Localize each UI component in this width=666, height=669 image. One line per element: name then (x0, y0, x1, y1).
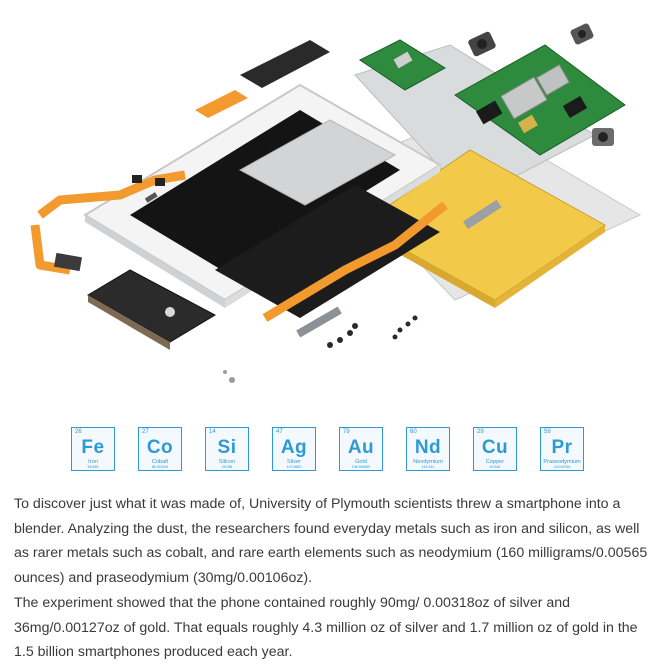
side-bracket (296, 306, 342, 338)
atomic-mass: 63.546 (489, 465, 501, 469)
atomic-number: 60 (410, 429, 417, 435)
atomic-mass: 144.242 (421, 465, 435, 469)
element-symbol: Si (217, 437, 237, 458)
element-symbol: Co (146, 437, 174, 458)
caption: To discover just what it was made of, Un… (14, 492, 656, 665)
atomic-number: 47 (276, 429, 283, 435)
atomic-mass: 107.8682 (286, 465, 302, 469)
atomic-mass: 58.933194 (151, 465, 169, 469)
element-symbol: Cu (481, 437, 509, 458)
element-tile-co: 27 Co Cobalt 58.933194 (138, 427, 182, 471)
sub-board (359, 39, 446, 91)
element-name: Cobalt (151, 459, 169, 465)
element-tile-au: 79 Au Gold 196.966569 (339, 427, 383, 471)
element-tile-ag: 47 Ag Silver 107.8682 (272, 427, 316, 471)
element-name: Praseodymium (543, 459, 581, 465)
element-symbol: Ag (280, 437, 308, 458)
atomic-number: 59 (544, 429, 551, 435)
atomic-mass: 196.966569 (351, 465, 371, 469)
element-name: Gold (355, 459, 367, 465)
element-tile-pr: 59 Pr Praseodymium 140.90766 (540, 427, 584, 471)
element-name: Iron (88, 459, 98, 465)
element-tiles: 26 Fe Iron 55.845 27 Co Cobalt 58.933194… (71, 427, 591, 475)
caption-paragraph: To discover just what it was made of, Un… (14, 496, 648, 587)
atomic-number: 14 (209, 429, 216, 435)
atomic-number: 27 (142, 429, 149, 435)
element-name: Silicon (218, 459, 236, 465)
caption-paragraph: The experiment showed that the phone con… (14, 594, 638, 661)
element-name: Copper (485, 459, 505, 465)
element-symbol: Fe (81, 437, 105, 458)
atomic-mass: 55.845 (87, 465, 99, 469)
element-name: Neodymium (413, 459, 443, 465)
atomic-mass: 28.085 (221, 465, 233, 469)
atomic-number: 29 (477, 429, 484, 435)
circuit-board (454, 44, 626, 156)
exploded-smartphone-illustration (30, 23, 642, 383)
element-tile-fe: 26 Fe Iron 55.845 (71, 427, 115, 471)
element-tile-nd: 60 Nd Neodymium 144.242 (406, 427, 450, 471)
atomic-number: 79 (343, 429, 350, 435)
speaker-module (87, 269, 217, 350)
element-symbol: Au (347, 437, 375, 458)
antenna-flex (195, 40, 330, 118)
element-symbol: Pr (551, 437, 573, 458)
atomic-number: 26 (75, 429, 82, 435)
element-tile-si: 14 Si Silicon 28.085 (205, 427, 249, 471)
element-tile-cu: 29 Cu Copper 63.546 (473, 427, 517, 471)
screws (223, 315, 418, 383)
display-shield (238, 119, 397, 206)
element-name: Silver (287, 459, 301, 465)
atomic-mass: 140.90766 (553, 465, 571, 469)
element-symbol: Nd (414, 437, 442, 458)
display-panel (215, 185, 440, 318)
